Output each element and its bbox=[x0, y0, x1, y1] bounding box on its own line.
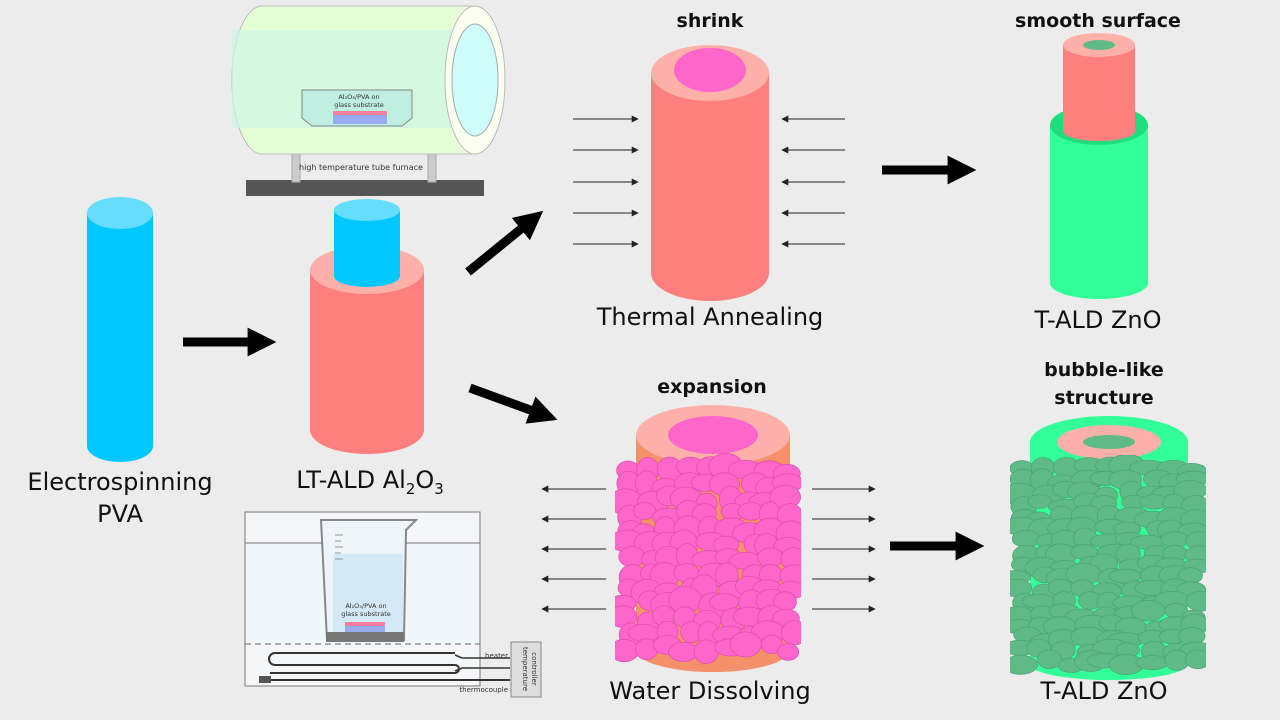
bubble-like-line1: bubble-like bbox=[1044, 359, 1164, 381]
annealed-hollow-fiber bbox=[651, 45, 769, 301]
controller-label-1: temperature bbox=[521, 647, 529, 691]
heater-label: heater bbox=[485, 652, 508, 660]
bubble bbox=[780, 620, 801, 646]
process-arrows bbox=[183, 155, 985, 561]
furnace-sample-label-2: glass substrate bbox=[334, 101, 384, 109]
controller-label-2: controller bbox=[530, 652, 538, 686]
bubble bbox=[729, 631, 762, 658]
bubble bbox=[1037, 649, 1062, 670]
pva-fiber bbox=[87, 197, 153, 462]
dissolving-arrows bbox=[541, 485, 876, 613]
alumina-coated-fiber bbox=[310, 199, 424, 454]
thermocouple-probe bbox=[259, 676, 271, 683]
annealed-core bbox=[674, 48, 746, 92]
bubble bbox=[1185, 590, 1206, 612]
arrow-to-dissolving bbox=[468, 383, 558, 424]
smooth-zno-tube bbox=[1050, 33, 1148, 299]
temperature-controller bbox=[510, 641, 542, 698]
lt-ald-prefix: LT-ALD Al bbox=[296, 466, 406, 494]
lt-ald-sub-3: 3 bbox=[434, 479, 444, 498]
tube-furnace-illustration: Al₂O₃/PVA on glass substrate high temper… bbox=[231, 5, 506, 196]
bath-sample-label-2: glass substrate bbox=[341, 610, 391, 618]
bubble bbox=[760, 634, 783, 655]
expanded-core bbox=[668, 416, 758, 454]
zno-bottom-label: T-ALD ZnO bbox=[1040, 677, 1168, 705]
bubble bbox=[1184, 649, 1206, 669]
lt-ald-mid: O bbox=[415, 466, 435, 494]
bubble-zno-core bbox=[1083, 435, 1135, 449]
bubble-zno-tube bbox=[1010, 416, 1206, 680]
bubble bbox=[1010, 654, 1038, 675]
expanded-bubble-fiber bbox=[615, 405, 801, 672]
bubble bbox=[633, 502, 657, 520]
bubble bbox=[777, 643, 800, 661]
bubble bbox=[693, 639, 719, 664]
electrospinning-label-line2: PVA bbox=[97, 500, 143, 528]
thermal-annealing-label: Thermal Annealing bbox=[596, 303, 824, 331]
water-dissolving-label: Water Dissolving bbox=[609, 677, 811, 705]
bubble-like-structure-label: bubble-like structure bbox=[1004, 356, 1204, 412]
bubble bbox=[615, 638, 640, 663]
heater-coil bbox=[268, 652, 460, 674]
expansion-label: expansion bbox=[657, 376, 767, 398]
shrink-label: shrink bbox=[676, 10, 744, 32]
smooth-surface-label: smooth surface bbox=[1015, 10, 1181, 32]
electrospinning-label-line1: Electrospinning bbox=[27, 468, 213, 496]
bubble bbox=[618, 545, 645, 568]
lt-ald-sub-2: 2 bbox=[405, 479, 416, 498]
water-bath-illustration: Al₂O₃/PVA on glass substrate temperature… bbox=[244, 511, 542, 698]
bubble bbox=[1011, 530, 1041, 548]
smooth-zno-core bbox=[1083, 40, 1115, 50]
bubble-like-line2: structure bbox=[1054, 387, 1154, 409]
pink-bubble-layer bbox=[615, 452, 801, 664]
annealing-heat-arrows bbox=[573, 115, 845, 248]
arrow-to-annealing bbox=[465, 210, 544, 276]
green-bubble-layer bbox=[1010, 455, 1206, 675]
thermocouple-label: thermocouple bbox=[459, 686, 508, 694]
lt-ald-label: LT-ALD Al2O3 bbox=[270, 466, 470, 498]
bubble bbox=[1027, 494, 1053, 509]
furnace-sample-label-1: Al₂O₃/PVA on bbox=[338, 93, 379, 101]
furnace-label: high temperature tube furnace bbox=[299, 163, 423, 172]
furnace-base bbox=[246, 180, 484, 196]
bath-sample-label-1: Al₂O₃/PVA on bbox=[345, 602, 386, 610]
electrospinning-label: Electrospinning PVA bbox=[10, 466, 230, 530]
bubble bbox=[1135, 655, 1169, 671]
zno-top-label: T-ALD ZnO bbox=[1034, 306, 1162, 334]
